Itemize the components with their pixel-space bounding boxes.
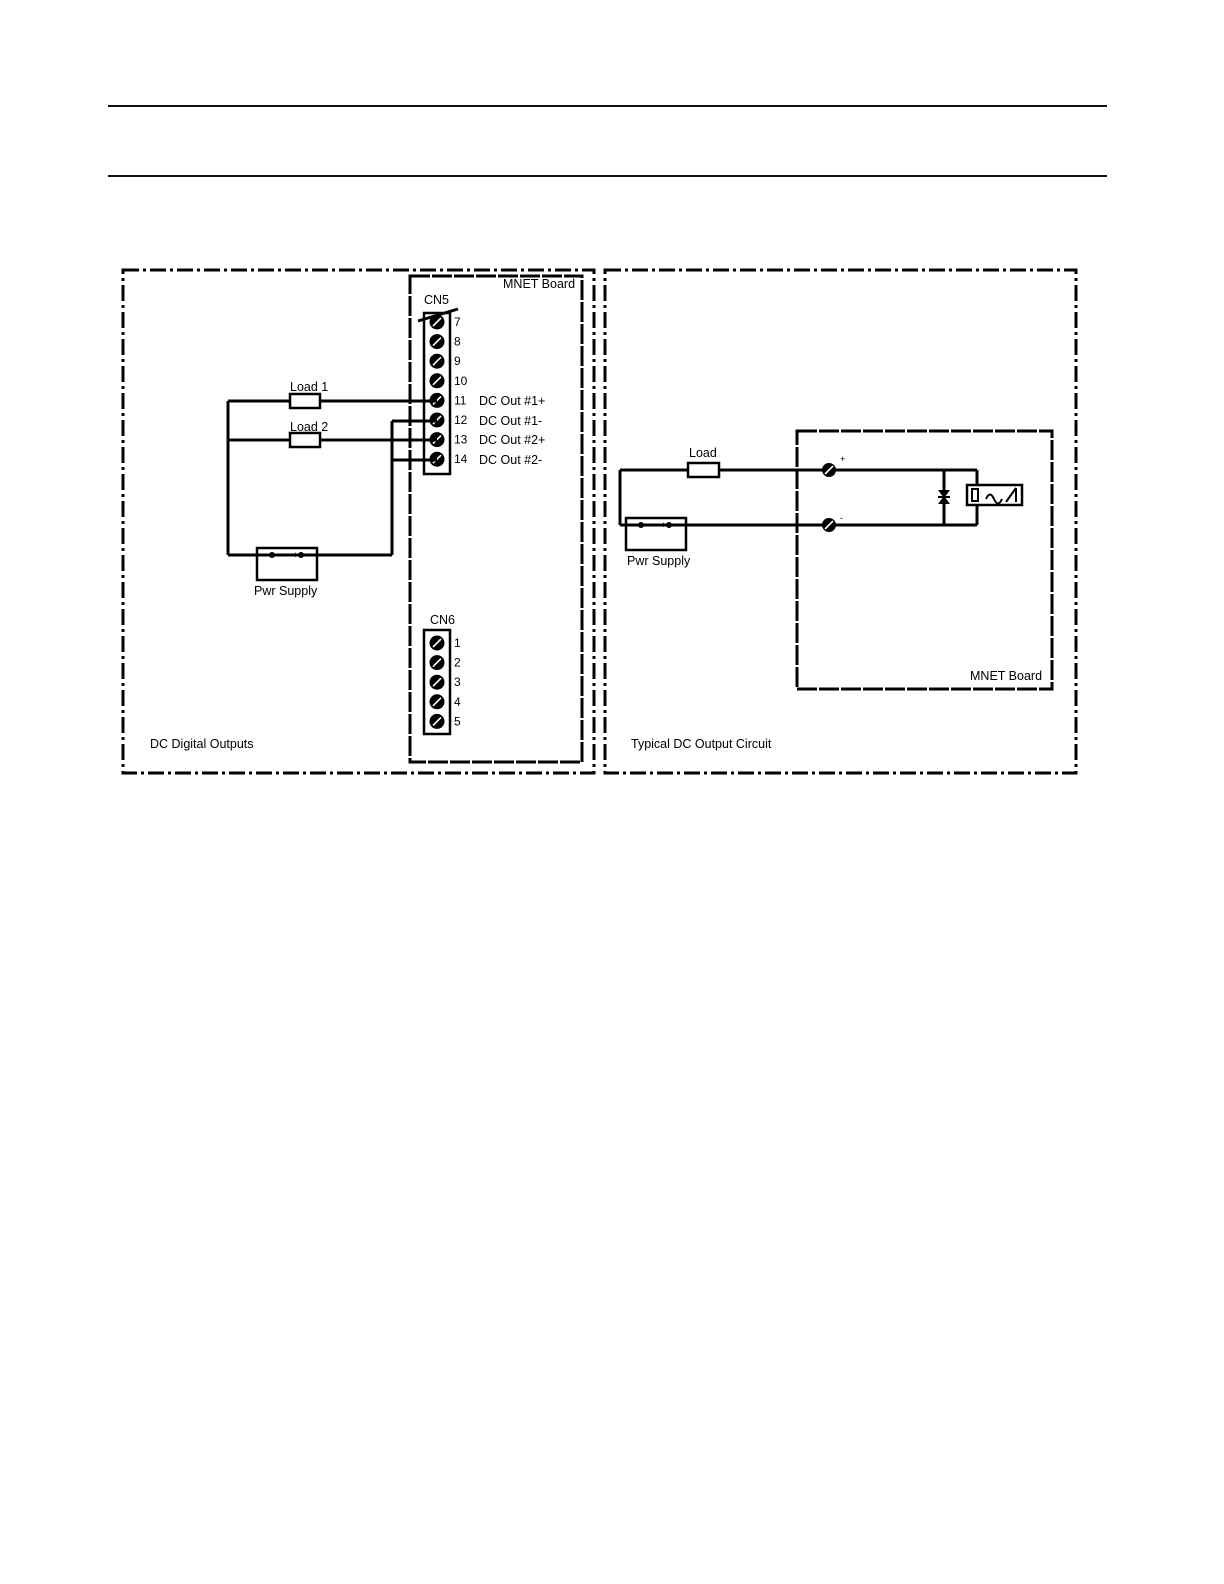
left-power-supply: - + Pwr Supply (254, 548, 318, 598)
output-switch (967, 485, 1022, 505)
pin-number-12: 12 (454, 413, 468, 427)
right-ps-plus-terminal (666, 522, 672, 528)
left-ps-plus-terminal (298, 552, 304, 558)
load2-resistor (290, 433, 320, 447)
pin-number-11: 11 (454, 393, 467, 407)
signal-dc-out-2-minus: DC Out #2- (479, 453, 542, 467)
right-ps-plus-label: + (661, 520, 666, 530)
left-ps-plus-label: + (293, 550, 298, 560)
pin-number-5: 5 (454, 714, 461, 728)
pin-number-3: 3 (454, 675, 461, 689)
left-board-label: MNET Board (503, 277, 575, 291)
suppressor-diode (938, 490, 950, 504)
right-ps-minus-terminal (638, 522, 644, 528)
pin-number-14: 14 (454, 452, 468, 466)
pin-number-8: 8 (454, 335, 461, 349)
minus-terminal-label: - (840, 513, 843, 523)
cn5-label: CN5 (424, 293, 449, 307)
pin-number-9: 9 (454, 354, 461, 368)
pin-number-1: 1 (454, 636, 461, 650)
right-panel: MNET Board + (605, 270, 1076, 773)
right-load-label: Load (689, 446, 717, 460)
output-switch-led (972, 489, 978, 501)
signal-dc-out-1-minus: DC Out #1- (479, 414, 542, 428)
plus-terminal-label: + (840, 454, 845, 464)
pin-number-7: 7 (454, 315, 461, 329)
left-panel-frame (123, 270, 594, 773)
load1-label: Load 1 (290, 380, 328, 394)
cn6-connector: CN6 1 2 3 4 5 (424, 613, 461, 734)
right-ps-minus-label: - (646, 520, 649, 530)
left-power-supply-label: Pwr Supply (254, 584, 318, 598)
right-power-supply: - + Pwr Supply (626, 518, 691, 568)
pin-number-13: 13 (454, 433, 468, 447)
cn6-label: CN6 (430, 613, 455, 627)
signal-dc-out-2-plus: DC Out #2+ (479, 433, 545, 447)
plus-terminal: + (822, 454, 845, 477)
right-load-resistor (688, 463, 719, 477)
right-power-supply-label: Pwr Supply (627, 554, 691, 568)
right-panel-caption: Typical DC Output Circuit (631, 737, 772, 751)
minus-terminal: - (822, 513, 843, 532)
right-board-label: MNET Board (970, 669, 1042, 683)
load2-label: Load 2 (290, 420, 328, 434)
left-ps-minus-label: - (277, 550, 280, 560)
pin-number-10: 10 (454, 374, 468, 388)
left-panel-caption: DC Digital Outputs (150, 737, 254, 751)
right-power-supply-box (626, 518, 686, 550)
left-ps-minus-terminal (269, 552, 275, 558)
pin-number-2: 2 (454, 656, 461, 670)
cn5-connector: CN5 7 8 9 10 11 12 13 14 (418, 293, 468, 474)
left-wiring (228, 401, 437, 555)
signal-dc-out-1-plus: DC Out #1+ (479, 394, 545, 408)
pin-number-4: 4 (454, 695, 461, 709)
left-power-supply-box (257, 548, 317, 580)
load1-resistor (290, 394, 320, 408)
